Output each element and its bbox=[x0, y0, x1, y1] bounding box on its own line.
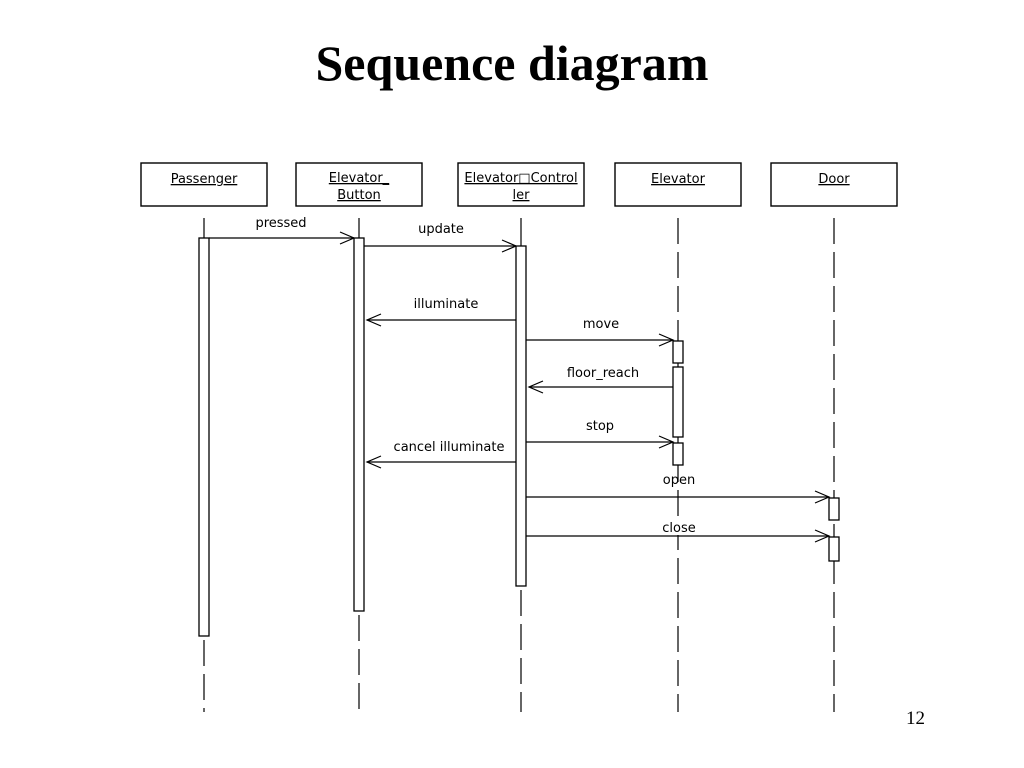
arrowhead-update bbox=[501, 239, 518, 253]
activation-bar-door bbox=[828, 497, 840, 521]
lifeline-box-controller bbox=[457, 162, 585, 207]
label-background bbox=[657, 521, 701, 535]
lifeline-label-door: Door bbox=[818, 172, 850, 187]
lifeline-box-door bbox=[770, 162, 898, 207]
message-label: pressed bbox=[255, 216, 306, 231]
message-label: move bbox=[583, 317, 619, 332]
message-label: open bbox=[663, 473, 695, 488]
activation-bar-elevator bbox=[672, 366, 684, 438]
activation-bar-door bbox=[828, 536, 840, 562]
message-label: floor_reach bbox=[567, 366, 639, 381]
lifeline-label-elevator: Elevator bbox=[651, 172, 706, 187]
message-label: update bbox=[418, 222, 464, 237]
arrowhead-close bbox=[814, 529, 831, 543]
lifeline-label-passenger: Passenger bbox=[171, 172, 238, 187]
arrowhead-move bbox=[658, 333, 675, 347]
lifeline-label-button: Elevator_ bbox=[329, 171, 390, 186]
lifeline-label-controller: Elevator□Control bbox=[464, 171, 577, 186]
arrowhead-open bbox=[814, 490, 831, 504]
message-label: stop bbox=[586, 419, 614, 434]
message-label: illuminate bbox=[414, 297, 479, 312]
page-number: 12 bbox=[906, 708, 925, 729]
arrowhead-stop bbox=[658, 435, 675, 449]
lifeline-box-button bbox=[295, 162, 423, 207]
activation-bar-passenger bbox=[198, 237, 210, 637]
slide-title: Sequence diagram bbox=[315, 35, 709, 91]
arrowhead-illuminate bbox=[365, 313, 382, 327]
message-label: close bbox=[662, 521, 695, 536]
lifeline-box-passenger bbox=[140, 162, 268, 207]
arrowhead-pressed bbox=[339, 231, 356, 245]
activation-bar-controller bbox=[515, 245, 527, 587]
lifeline-label-controller: ler bbox=[513, 188, 531, 203]
arrowhead-cancel-illuminate bbox=[365, 455, 382, 469]
lifeline-label-button: Button bbox=[337, 188, 381, 203]
arrowhead-floor_reach bbox=[527, 380, 544, 394]
activation-bar-elevator bbox=[672, 442, 684, 466]
activation-bar-button bbox=[353, 237, 365, 612]
message-label: cancel illuminate bbox=[394, 440, 505, 455]
lifeline-box-elevator bbox=[614, 162, 742, 207]
activation-bar-elevator bbox=[672, 340, 684, 364]
